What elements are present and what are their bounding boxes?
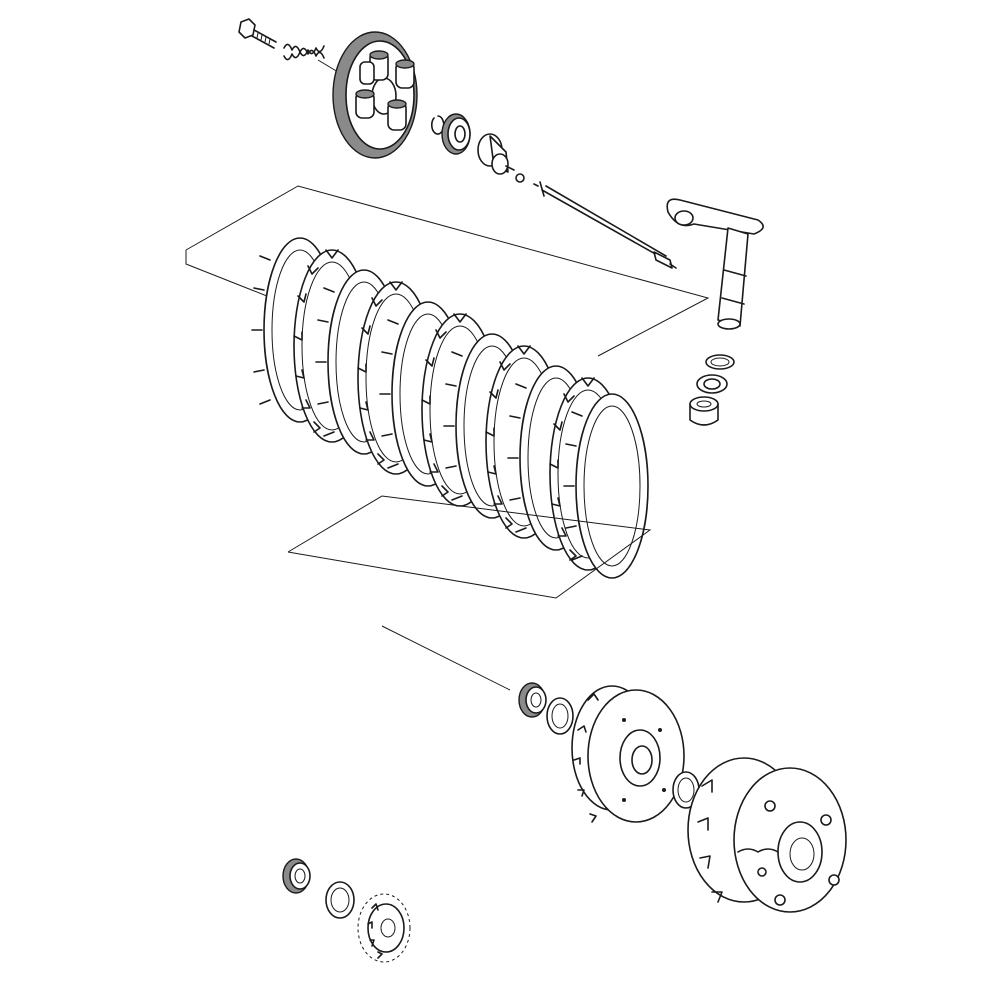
leader-line: [287, 495, 652, 599]
circlip-icon: [546, 697, 574, 735]
bearing-icon: [441, 113, 471, 155]
bearing-icon: [689, 396, 719, 426]
clutch-plate-pack-icon: [251, 237, 649, 579]
circlip-icon: [705, 354, 735, 370]
bearing-icon: [696, 374, 728, 394]
inner-hub-icon: [571, 685, 685, 823]
bearing-icon: [518, 682, 547, 718]
pressure-plate-icon: [332, 31, 418, 159]
bolt-icon: [238, 18, 277, 49]
ball-icon: [515, 173, 525, 183]
circlip-icon: [325, 881, 355, 919]
bearing-icon: [282, 858, 311, 894]
release-lever-shaft-icon: [666, 198, 764, 330]
primary-gear-icon: [357, 893, 411, 963]
push-rod-icon: [533, 181, 677, 269]
leader-line: [381, 625, 511, 691]
leader-line: [317, 59, 339, 73]
clutch-basket-icon: [687, 757, 847, 913]
circlip-icon: [431, 115, 445, 135]
pressure-piece-icon: [477, 133, 515, 175]
leader-line: [185, 185, 710, 357]
spring-icon: [283, 43, 325, 61]
